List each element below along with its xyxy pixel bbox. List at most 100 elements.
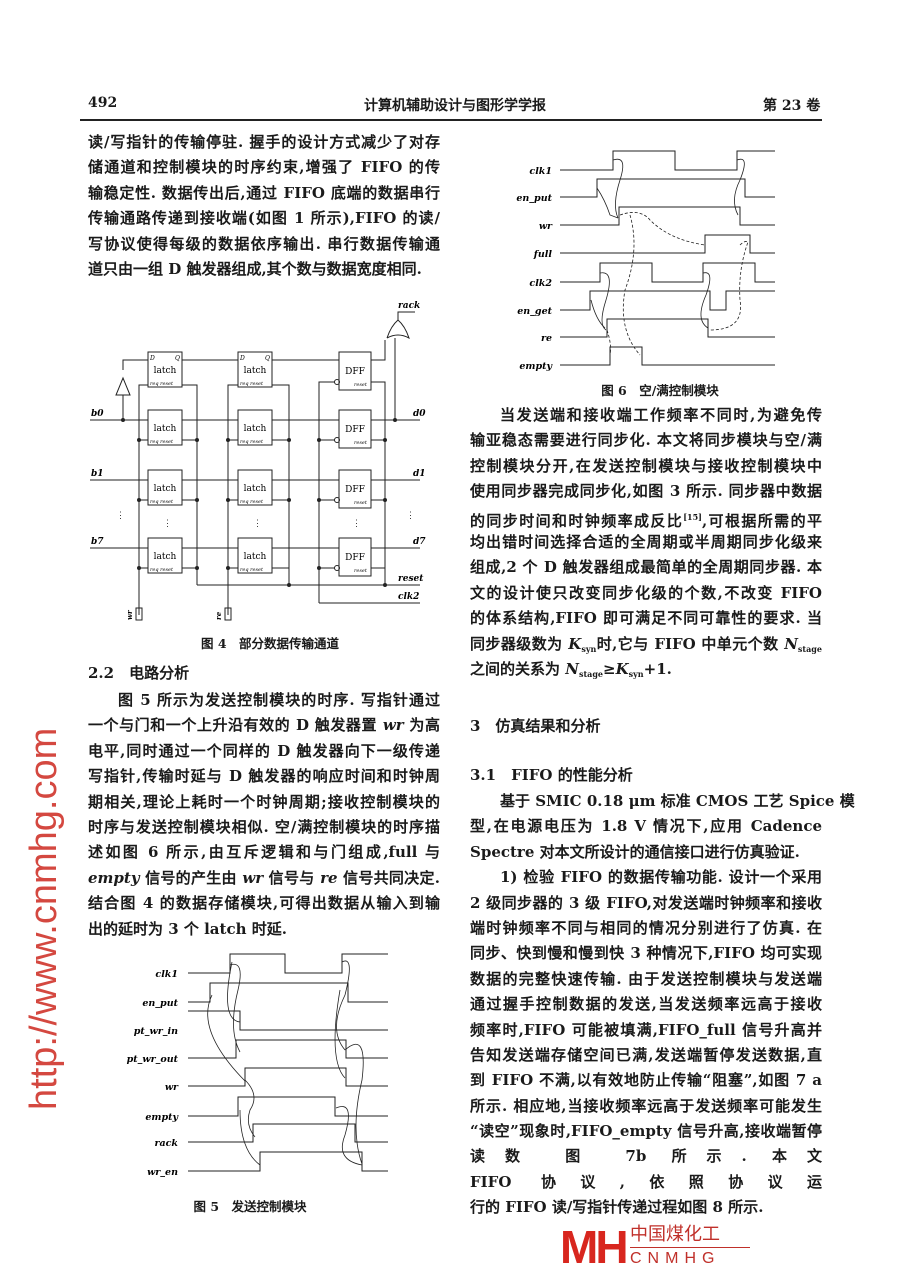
fig6-label-full: full [533, 249, 553, 260]
fig6-causal-arrows [590, 158, 745, 331]
text-line: 同步、快到慢和慢到快 3 种情况下,FIFO 均可实现 [470, 941, 822, 966]
text-line: “读空”现象时,FIFO_empty 信号升高,接收端暂停 [470, 1119, 822, 1144]
dff-label: DFF [345, 425, 365, 435]
text-run: +1. [643, 659, 672, 678]
logo-divider [630, 1247, 750, 1248]
fig5-label-wr-en: wr_en [147, 1167, 178, 1178]
svg-text:⋮: ⋮ [352, 519, 361, 529]
text-run: 结合图 4 的数据存储模块,可得出数据从输入到输 [88, 894, 440, 913]
text-run: 输稳定性. 数据传出后,通过 FIFO 底端的数据串行 [88, 183, 440, 202]
url-watermark: http://www.cnmhg.com [23, 727, 65, 1110]
right-paragraph-2: 基于 SMIC 0.18 μm 标准 CMOS 工艺 Spice 模型,在电源电… [470, 789, 855, 1221]
clk2-signal: clk2 [398, 592, 419, 602]
text-run: 组成,2 个 D 触发器组成最简单的全周期同步器. 本 [470, 558, 822, 577]
text-run: stage [578, 668, 604, 679]
req-reset-pins: req reset [150, 499, 174, 505]
fig5-label-wr: wr [165, 1082, 179, 1093]
text-line: 当发送端和接收端工作频率不同时,为避免传 [470, 403, 822, 428]
output-d0: d0 [413, 409, 426, 419]
q-pin: Q [265, 355, 270, 362]
text-line: 写协议使得每级的数据依序输出. 串行数据传输通 [88, 232, 440, 257]
text-run: 期相关,理论上耗时一个时钟周期;接收控制模块的 [88, 792, 440, 811]
latch-label: latch [154, 484, 177, 494]
text-run: 告知发送端存储空间已满,发送端暂停发送数据,直 [470, 1045, 822, 1064]
svg-text:⋮: ⋮ [406, 511, 415, 521]
text-line: 时序与发送控制模块相似. 空/满控制模块的时序描 [88, 815, 440, 840]
fig6-label-en-get: en_get [517, 306, 552, 317]
text-line: 到 FIFO 不满,以有效地防止传输“阻塞”,如图 7 a [470, 1068, 822, 1093]
text-line: 传输通路传递到接收端(如图 1 所示),FIFO 的读/ [88, 206, 440, 231]
req-reset-pins: req reset [150, 381, 174, 387]
svg-text:⋮: ⋮ [253, 519, 262, 529]
text-run: N [565, 659, 579, 678]
text-run: 端时钟频率不同与相同的情况分别进行了仿真. 在 [470, 918, 822, 937]
text-run: 均出错时间选择合适的全周期或半周期同步化级来 [470, 532, 822, 551]
input-b7: b7 [91, 537, 104, 547]
logo-chinese: 中国煤化工 [630, 1224, 720, 1245]
dff-label: DFF [345, 553, 365, 563]
text-run: 读/写指针的传输停驻. 握手的设计方式减少了对存 [88, 133, 440, 151]
text-line: 输亚稳态需要进行同步化. 本文将同步模块与空/满 [470, 428, 822, 453]
text-run: FIFO 协议,依照协议运 [470, 1172, 822, 1191]
text-run: 写指针,传输时延与 D 触发器的响应时间和时钟周 [88, 767, 440, 786]
text-line: 基于 SMIC 0.18 μm 标准 CMOS 工艺 Spice 模 [470, 789, 855, 814]
text-run: 行的 FIFO 读/写指针传递过程如图 8 所示. [470, 1198, 764, 1217]
text-run: 控制模块分开,在发送控制模块与接收控制模块中 [470, 456, 822, 475]
text-line: 组成,2 个 D 触发器组成最简单的全周期同步器. 本 [470, 555, 822, 580]
text-line: Spectre 对本文所设计的通信接口进行仿真验证. [470, 840, 822, 865]
text-run: 储通道和控制模块的时序约束,增强了 FIFO 的传 [88, 158, 440, 177]
text-run: [15] [683, 511, 702, 522]
text-run: 信号共同决定. [337, 868, 440, 887]
req-reset-pins: req reset [240, 567, 264, 573]
fig5-causal-arrows [207, 960, 364, 1166]
journal-title: 计算机辅助设计与图形学学报 [364, 98, 546, 114]
req-reset-pins: req reset [240, 439, 264, 445]
text-run: 到 FIFO 不满,以有效地防止传输“阻塞”,如图 7 a [470, 1071, 822, 1090]
text-line: 输稳定性. 数据传出后,通过 FIFO 底端的数据串行 [88, 181, 440, 206]
fig6-label-en-put: en_put [516, 193, 552, 204]
text-line: 一个与门和一个上升沿有效的 D 触发器置 wr 为高 [88, 713, 440, 738]
rack-signal: rack [398, 301, 420, 311]
text-run: 写协议使得每级的数据依序输出. 串行数据传输通 [88, 234, 440, 253]
reset-signal: reset [398, 574, 424, 584]
text-run: 信号与 [263, 868, 321, 887]
text-line: 行的 FIFO 读/写指针传递过程如图 8 所示. [470, 1195, 822, 1220]
text-run: 频率时,FIFO 可能被填满,FIFO_full 信号升高并 [470, 1020, 822, 1039]
text-run: 基于 SMIC 0.18 μm 标准 CMOS 工艺 Spice 模 [500, 792, 855, 810]
text-run: N [784, 634, 798, 653]
text-run: 所示. 相应地,当接收频率远高于发送频率可能发生 [470, 1096, 822, 1115]
text-line: 之间的关系为 Nstage≥Ksyn+1. [470, 657, 822, 682]
text-run: 同步、快到慢和慢到快 3 种情况下,FIFO 均可实现 [470, 944, 822, 963]
section-2-2-heading: 2.2 电路分析 [88, 664, 190, 682]
text-line: 频率时,FIFO 可能被填满,FIFO_full 信号升高并 [470, 1018, 822, 1043]
text-run: syn [628, 668, 644, 679]
text-line: 型,在电源电压为 1.8 V 情况下,应用 Cadence [470, 814, 822, 839]
latch-label: latch [244, 552, 267, 562]
latch-label: latch [244, 366, 267, 376]
text-run: 的体系结构,FIFO 即可满足不同可靠性的要求. 当 [470, 609, 822, 628]
fig5-label-pt-wr-in: pt_wr_in [134, 1026, 178, 1037]
text-run: 使用同步器完成同步化,如图 3 所示. 同步器中数据 [470, 482, 822, 501]
text-line: 电平,同时通过一个同样的 D 触发器向下一级传递 [88, 739, 440, 764]
text-run: 2 级同步器的 3 级 FIFO,对发送端时钟频率和接收 [470, 893, 822, 912]
fig5-waveforms [188, 953, 388, 1172]
text-line: 同步器级数为 Ksyn时,它与 FIFO 中单元个数 Nstage [470, 632, 822, 657]
text-line: 均出错时间选择合适的全周期或半周期同步化级来 [470, 530, 822, 555]
fig4-junctions [121, 418, 397, 587]
fig6-dashed-arrows [606, 212, 749, 356]
d-pin: D [239, 355, 245, 362]
text-run: wr [382, 716, 404, 735]
fig6-label-re: re [541, 333, 552, 344]
text-line: 端时钟频率不同与相同的情况分别进行了仿真. 在 [470, 916, 822, 941]
text-line: 读/写指针的传输停驻. 握手的设计方式减少了对存 [88, 130, 440, 155]
fig4-wires [90, 311, 420, 621]
text-run: 道只由一组 D 触发器组成,其个数与数据宽度相同. [88, 259, 422, 278]
fig6-label-wr: wr [539, 221, 553, 232]
req-reset-pins: req reset [150, 439, 174, 445]
section-3-1-heading: 3.1 FIFO 的性能分析 [470, 766, 633, 784]
latch-label: latch [154, 366, 177, 376]
text-run: 当发送端和接收端工作频率不同时,为避免传 [500, 406, 822, 424]
output-d7: d7 [413, 537, 426, 547]
section-3-heading: 3 仿真结果和分析 [470, 717, 601, 735]
latch-label: latch [244, 424, 267, 434]
